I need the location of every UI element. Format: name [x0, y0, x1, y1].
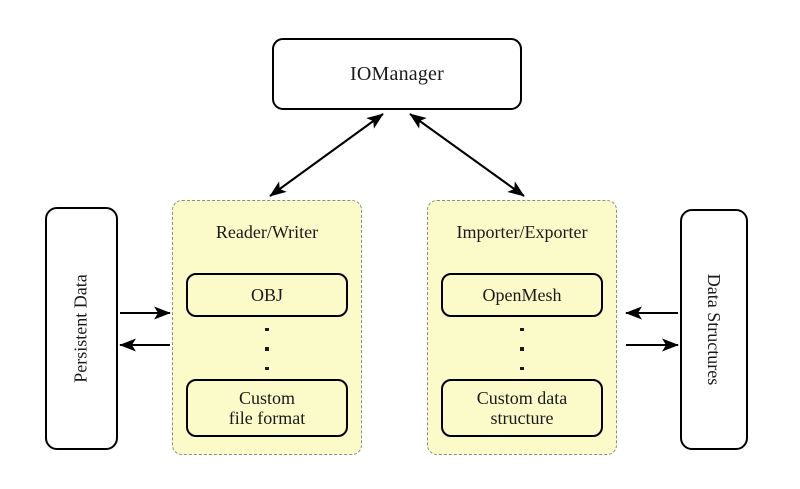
panel-importer-exporter[interactable]: Importer/Exporter OpenMesh Custom data s…: [427, 200, 617, 455]
box-openmesh[interactable]: OpenMesh: [441, 273, 603, 317]
custom-data-structure-line2: structure: [490, 408, 554, 428]
dot-1: [520, 328, 524, 332]
node-persistent-data[interactable]: Persistent Data: [45, 207, 118, 450]
box-custom-data-structure-label: Custom data structure: [477, 388, 568, 428]
dot-3: [265, 366, 269, 370]
box-custom-file-format[interactable]: Custom file format: [186, 379, 348, 437]
panel-reader-writer-title: Reader/Writer: [215, 222, 319, 242]
iomanager-label: IOManager: [350, 62, 444, 85]
dot-2: [520, 347, 524, 351]
box-obj[interactable]: OBJ: [186, 273, 348, 317]
box-custom-file-format-label: Custom file format: [229, 388, 305, 428]
dot-1: [265, 328, 269, 332]
ellipsis-reader-writer: [173, 328, 361, 370]
custom-file-format-line1: Custom: [238, 387, 295, 408]
custom-data-structure-line1: Custom data: [476, 387, 568, 408]
arrow-manager-reader-writer: [269, 113, 384, 197]
box-obj-label: OBJ: [250, 284, 283, 305]
dot-2: [265, 347, 269, 351]
box-custom-data-structure[interactable]: Custom data structure: [441, 379, 603, 437]
persistent-data-label: Persistent Data: [71, 274, 92, 383]
node-data-structures[interactable]: Data Structures: [680, 209, 748, 450]
data-structures-label: Data Structures: [704, 273, 725, 386]
ellipsis-importer-exporter: [428, 328, 616, 370]
dot-3: [520, 366, 524, 370]
node-iomanager[interactable]: IOManager: [272, 38, 522, 110]
panel-reader-writer[interactable]: Reader/Writer OBJ Custom file format: [172, 200, 362, 455]
panel-importer-exporter-title: Importer/Exporter: [456, 222, 588, 242]
arrow-manager-importer-exporter: [409, 113, 525, 197]
custom-file-format-line2: file format: [228, 408, 306, 428]
box-openmesh-label: OpenMesh: [482, 284, 562, 305]
